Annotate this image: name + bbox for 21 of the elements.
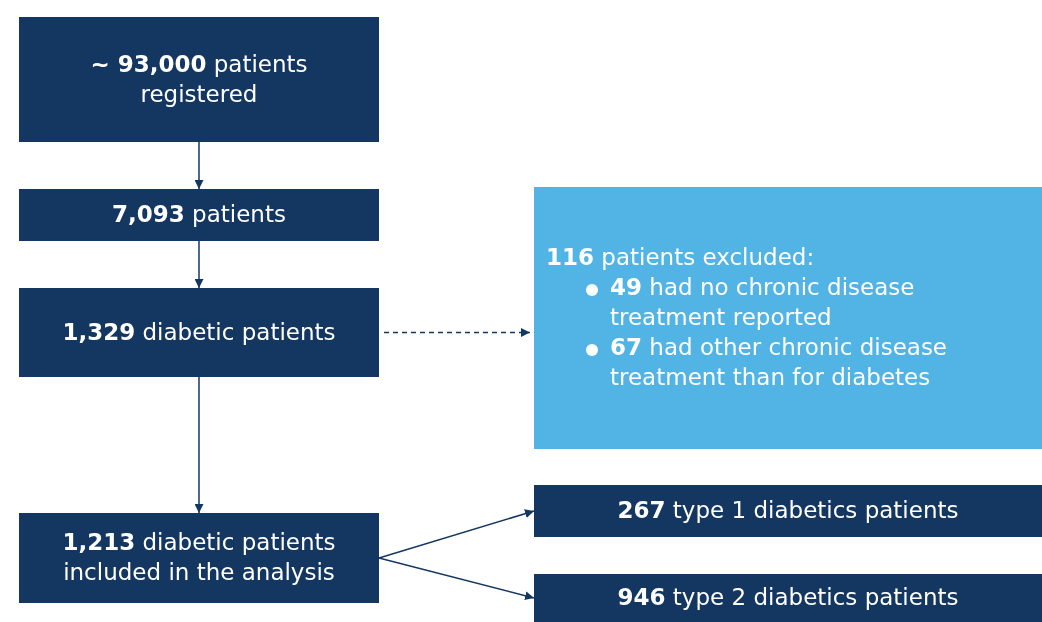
process-box [534,485,1042,537]
arrow [378,509,535,559]
bullet-item: 67 had other chronic disease treatment than for diabetes [610,332,1032,393]
arrow [194,141,204,190]
note-box [534,187,1042,449]
process-box [534,574,1042,622]
process-box [19,17,379,142]
box-text: ~ 93,000 patients registered [89,49,309,109]
arrow [194,240,204,289]
arrow [378,557,535,601]
process-box [19,189,379,241]
arrow [194,376,204,514]
box-text: 7,093 patients [112,200,286,230]
box-text: 267 type 1 diabetics patients [617,496,959,526]
box-text: 1,213 diabetic patients included in the analysis [61,528,337,587]
arrow [383,328,531,337]
process-box [19,288,379,377]
box-text: 116 patients excluded: [546,243,815,273]
process-box [19,513,379,603]
box-text: 946 type 2 diabetics patients [617,583,959,613]
box-text: 1,329 diabetic patients [62,317,336,347]
